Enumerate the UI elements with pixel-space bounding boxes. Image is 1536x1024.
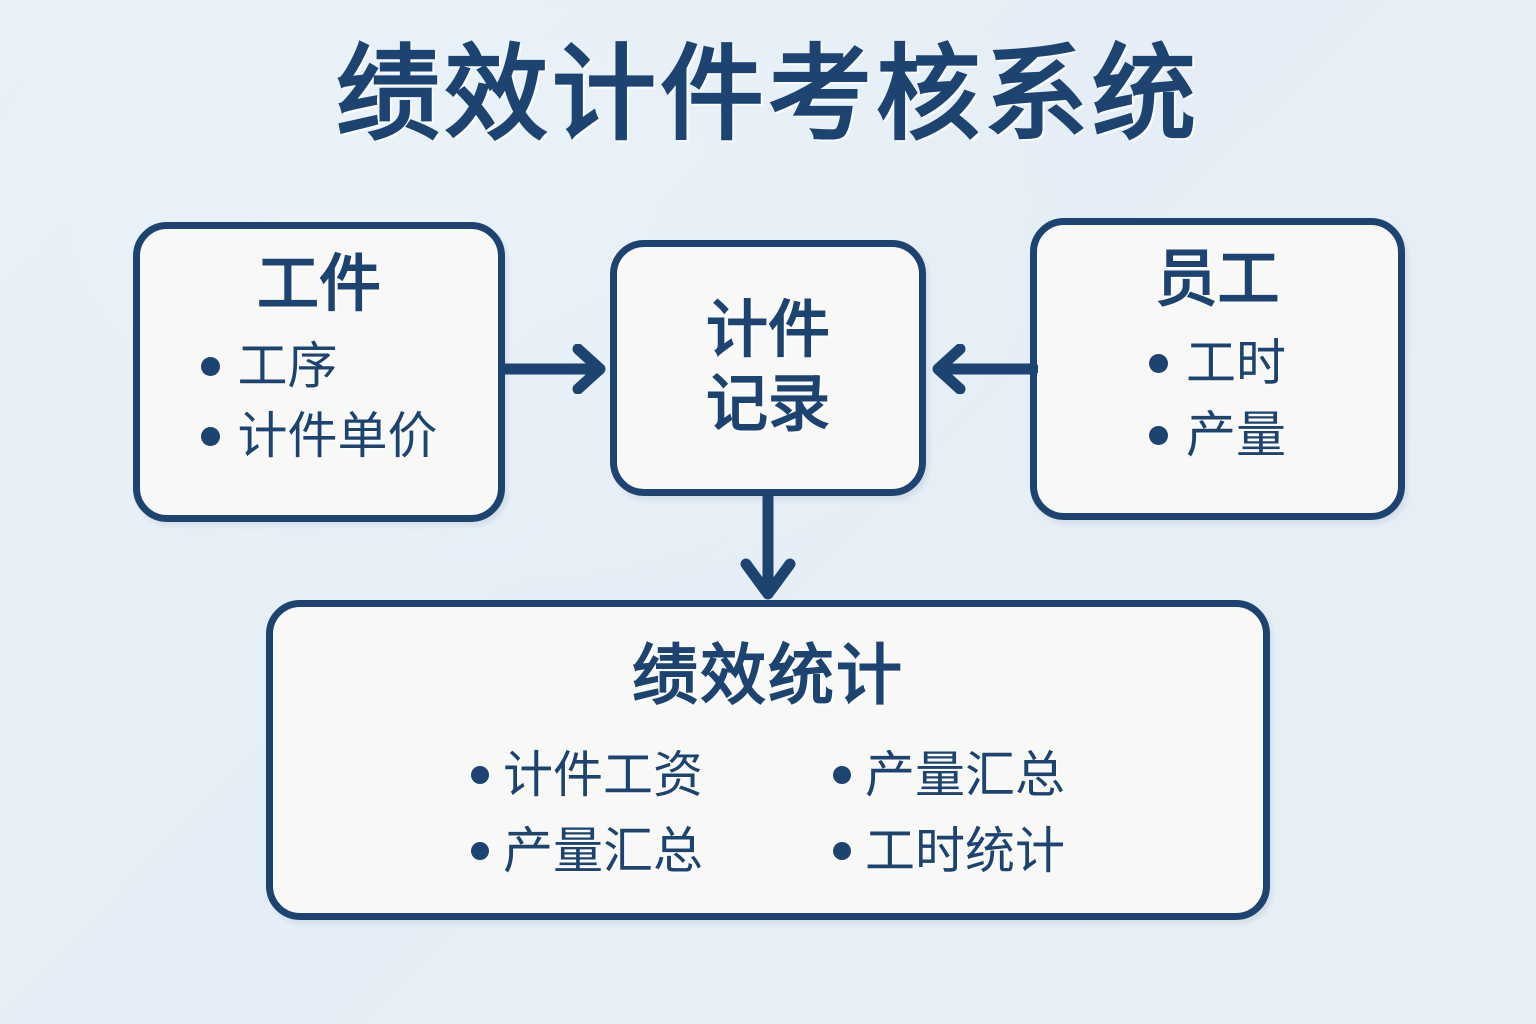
list-item: 产量汇总 [471, 813, 703, 889]
node-workpiece-list: 工序 计件单价 [200, 331, 438, 471]
arrow-left-icon [932, 344, 1038, 394]
bullet-dot-icon [1149, 353, 1168, 373]
bullet-dot-icon [471, 766, 489, 784]
list-item-label: 计件工资 [503, 747, 703, 803]
node-piecework-record-title-line2: 记录 [705, 370, 830, 439]
list-item-label: 计件单价 [237, 408, 438, 464]
stats-columns: 计件工资 产量汇总 产量汇总 工时统计 [471, 737, 1065, 889]
node-piecework-record[interactable]: 计件 记录 [610, 240, 926, 496]
node-employee[interactable]: 员工 工时 产量 [1030, 218, 1405, 520]
node-workpiece[interactable]: 工件 工序 计件单价 [133, 222, 505, 522]
arrow-down-icon [740, 490, 796, 600]
stats-column-right: 产量汇总 工时统计 [833, 737, 1065, 889]
bullet-dot-icon [200, 426, 220, 446]
list-item: 产量 [1149, 399, 1286, 471]
list-item: 计件工资 [471, 737, 703, 813]
bullet-dot-icon [833, 766, 851, 784]
node-employee-title: 员工 [1155, 245, 1280, 314]
list-item-label: 工时统计 [865, 823, 1065, 879]
list-item: 工时 [1149, 327, 1286, 399]
list-item-label: 工序 [237, 338, 338, 394]
arrow-right-icon [500, 344, 606, 394]
list-item-label: 工时 [1186, 335, 1286, 391]
list-item: 产量汇总 [833, 737, 1065, 813]
list-item: 计件单价 [200, 401, 438, 471]
stats-column-left: 计件工资 产量汇总 [471, 737, 703, 889]
list-item-label: 产量汇总 [503, 823, 703, 879]
list-item: 工序 [200, 331, 438, 401]
list-item-label: 产量 [1186, 407, 1286, 463]
bullet-dot-icon [833, 842, 851, 860]
node-employee-list: 工时 产量 [1149, 327, 1286, 471]
node-performance-statistics-title: 绩效统计 [632, 638, 904, 712]
page-title: 绩效计件考核系统 [335, 37, 1200, 153]
node-piecework-record-title-line1: 计件 [705, 296, 830, 365]
bullet-dot-icon [471, 842, 489, 860]
list-item: 工时统计 [833, 813, 1065, 889]
list-item-label: 产量汇总 [865, 747, 1065, 803]
bullet-dot-icon [200, 356, 220, 376]
bullet-dot-icon [1149, 425, 1168, 445]
node-workpiece-title: 工件 [256, 250, 381, 319]
node-performance-statistics[interactable]: 绩效统计 计件工资 产量汇总 产量汇总 工时统计 [266, 600, 1270, 920]
